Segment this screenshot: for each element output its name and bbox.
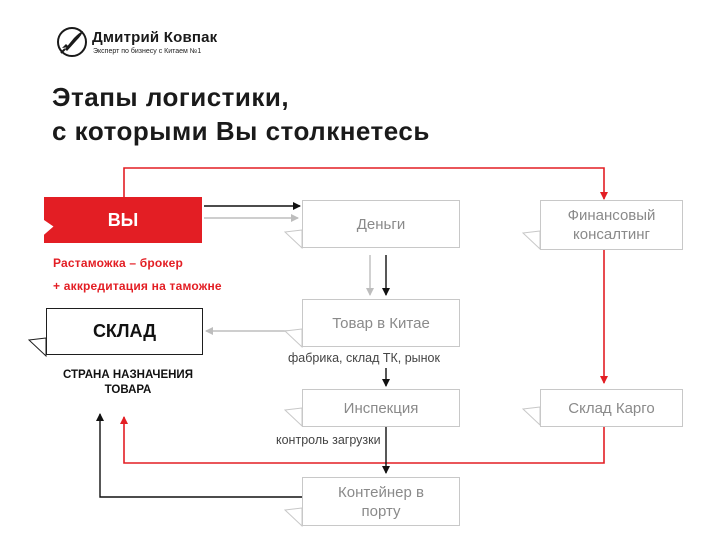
page-title: Этапы логистики, с которыми Вы столкнете… (52, 80, 430, 148)
fold-money (283, 229, 303, 250)
node-goods-china: Товар в Китае (302, 299, 460, 347)
factory-note: фабрика, склад ТК, рынок (288, 351, 440, 365)
node-money: Деньги (302, 200, 460, 248)
accreditation-note: + аккредитация на таможне (53, 279, 222, 293)
loading-control-note: контроль загрузки (276, 433, 381, 447)
destination-country-note: СТРАНА НАЗНАЧЕНИЯ ТОВАРА (63, 369, 193, 396)
fold-finance (521, 230, 541, 251)
node-warehouse-label: СКЛАД (92, 321, 157, 341)
node-warehouse: СКЛАД (46, 308, 203, 355)
fold-cargo (521, 406, 541, 427)
brand-name: Дмитрий Ковпак (92, 29, 218, 46)
node-cargo-label: Склад Карго (568, 399, 655, 417)
node-cargo: Склад Карго (540, 389, 683, 427)
node-finance-label: Финансовый консалтинг (567, 207, 656, 243)
node-goods-china-label: Товар в Китае (332, 314, 430, 332)
fold-goods (283, 328, 303, 349)
node-container: Контейнер в порту (302, 477, 460, 526)
title-line-1: Этапы логистики, (52, 82, 290, 112)
arrow-cargo-to-destination (120, 416, 605, 464)
arrow-container-to-destination (96, 413, 302, 498)
arrow-you-to-finance (123, 167, 608, 200)
title-line-2: с которыми Вы столкнетесь (52, 116, 430, 146)
customs-broker-note: Растаможка – брокер (53, 256, 184, 270)
node-inspection-label: Инспекция (343, 399, 419, 417)
node-inspection: Инспекция (302, 389, 460, 427)
node-money-label: Деньги (356, 215, 406, 233)
fold-warehouse (27, 337, 47, 358)
node-finance: Финансовый консалтинг (540, 200, 683, 250)
rocket-icon (57, 27, 87, 57)
node-container-label: Контейнер в порту (338, 483, 424, 520)
node-you: ВЫ (44, 197, 202, 243)
fold-inspection (283, 407, 303, 428)
brand-tagline: Эксперт по бизнесу с Китаем №1 (93, 48, 202, 55)
fold-container (283, 507, 303, 528)
brand-logo: Дмитрий Ковпак Эксперт по бизнесу с Кита… (56, 22, 276, 62)
